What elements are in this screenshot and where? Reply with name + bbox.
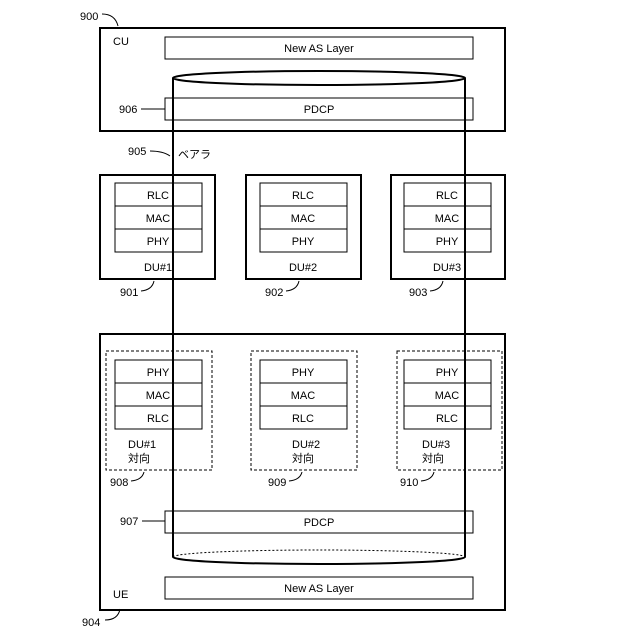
du-layer-label: PHY: [147, 236, 170, 248]
du-name: DU#2: [289, 262, 317, 274]
counterpart-layer-label: PHY: [436, 367, 459, 379]
bearer-label: ベアラ: [178, 149, 211, 161]
counterpart-suffix: 対向: [422, 451, 444, 465]
du-layer-label: MAC: [291, 213, 316, 225]
du-ref-leader: [286, 281, 299, 291]
du-ref-number: 902: [265, 287, 283, 299]
counterpart-layer-label: PHY: [147, 367, 170, 379]
counterpart-ref-number: 908: [110, 477, 128, 489]
counterpart-suffix: 対向: [128, 451, 150, 465]
ue-du-counterpart-2: PHY MAC RLC DU#2 対向 909: [251, 351, 357, 489]
cu-new-as-layer-label: New AS Layer: [284, 43, 354, 55]
du-ref-number: 901: [120, 287, 138, 299]
ue-du-counterpart-1: PHY MAC RLC DU#1 対向 908: [106, 351, 212, 489]
du-layer-label: MAC: [435, 213, 460, 225]
cu-label: CU: [113, 36, 129, 48]
ue-label: UE: [113, 589, 128, 601]
counterpart-layer-label: RLC: [436, 413, 458, 425]
du-ref-leader: [430, 281, 443, 291]
du-name: DU#1: [144, 262, 172, 274]
counterpart-suffix: 対向: [292, 451, 314, 465]
bearer-bottom-back-arc: [173, 550, 465, 557]
counterpart-layer-label: PHY: [292, 367, 315, 379]
du-layer-label: MAC: [146, 213, 171, 225]
counterpart-name: DU#2: [292, 439, 320, 451]
counterpart-ref-leader: [131, 472, 144, 481]
du-ref-number: 903: [409, 287, 427, 299]
bearer-ref-number: 905: [128, 146, 146, 158]
ue-pdcp-ref-number: 907: [120, 516, 138, 528]
counterpart-ref-number: 909: [268, 477, 286, 489]
du-block-1: RLC MAC PHY DU#1 901: [100, 175, 215, 299]
cu-ref-number: 900: [80, 11, 98, 23]
bearer-bottom-front-arc: [173, 557, 465, 564]
du-layer-label: PHY: [292, 236, 315, 248]
bearer-ref-leader: [150, 151, 170, 156]
du-name: DU#3: [433, 262, 461, 274]
bearer-cylinder: [173, 71, 465, 564]
counterpart-layer-label: RLC: [292, 413, 314, 425]
counterpart-layer-label: MAC: [435, 390, 460, 402]
du-layer-label: RLC: [292, 190, 314, 202]
du-layer-label: PHY: [436, 236, 459, 248]
du-layer-label: RLC: [147, 190, 169, 202]
counterpart-ref-leader: [289, 472, 302, 481]
du-ref-leader: [141, 281, 154, 291]
bearer-top-ellipse: [173, 71, 465, 85]
ue-new-as-layer-label: New AS Layer: [284, 583, 354, 595]
ue-pdcp-label: PDCP: [304, 517, 335, 529]
ue-du-counterpart-3: PHY MAC RLC DU#3 対向 910: [397, 351, 502, 489]
cu-pdcp-label: PDCP: [304, 104, 335, 116]
counterpart-layer-label: RLC: [147, 413, 169, 425]
cu-pdcp-ref-number: 906: [119, 104, 137, 116]
counterpart-layer-label: MAC: [146, 390, 171, 402]
counterpart-layer-label: MAC: [291, 390, 316, 402]
counterpart-name: DU#3: [422, 439, 450, 451]
counterpart-name: DU#1: [128, 439, 156, 451]
du-layer-label: RLC: [436, 190, 458, 202]
counterpart-ref-number: 910: [400, 477, 418, 489]
ue-ref-number: 904: [82, 617, 100, 629]
counterpart-ref-leader: [421, 472, 434, 481]
du-block-2: RLC MAC PHY DU#2 902: [246, 175, 361, 299]
du-block-3: RLC MAC PHY DU#3 903: [391, 175, 505, 299]
cu-ref-leader: [102, 14, 118, 26]
